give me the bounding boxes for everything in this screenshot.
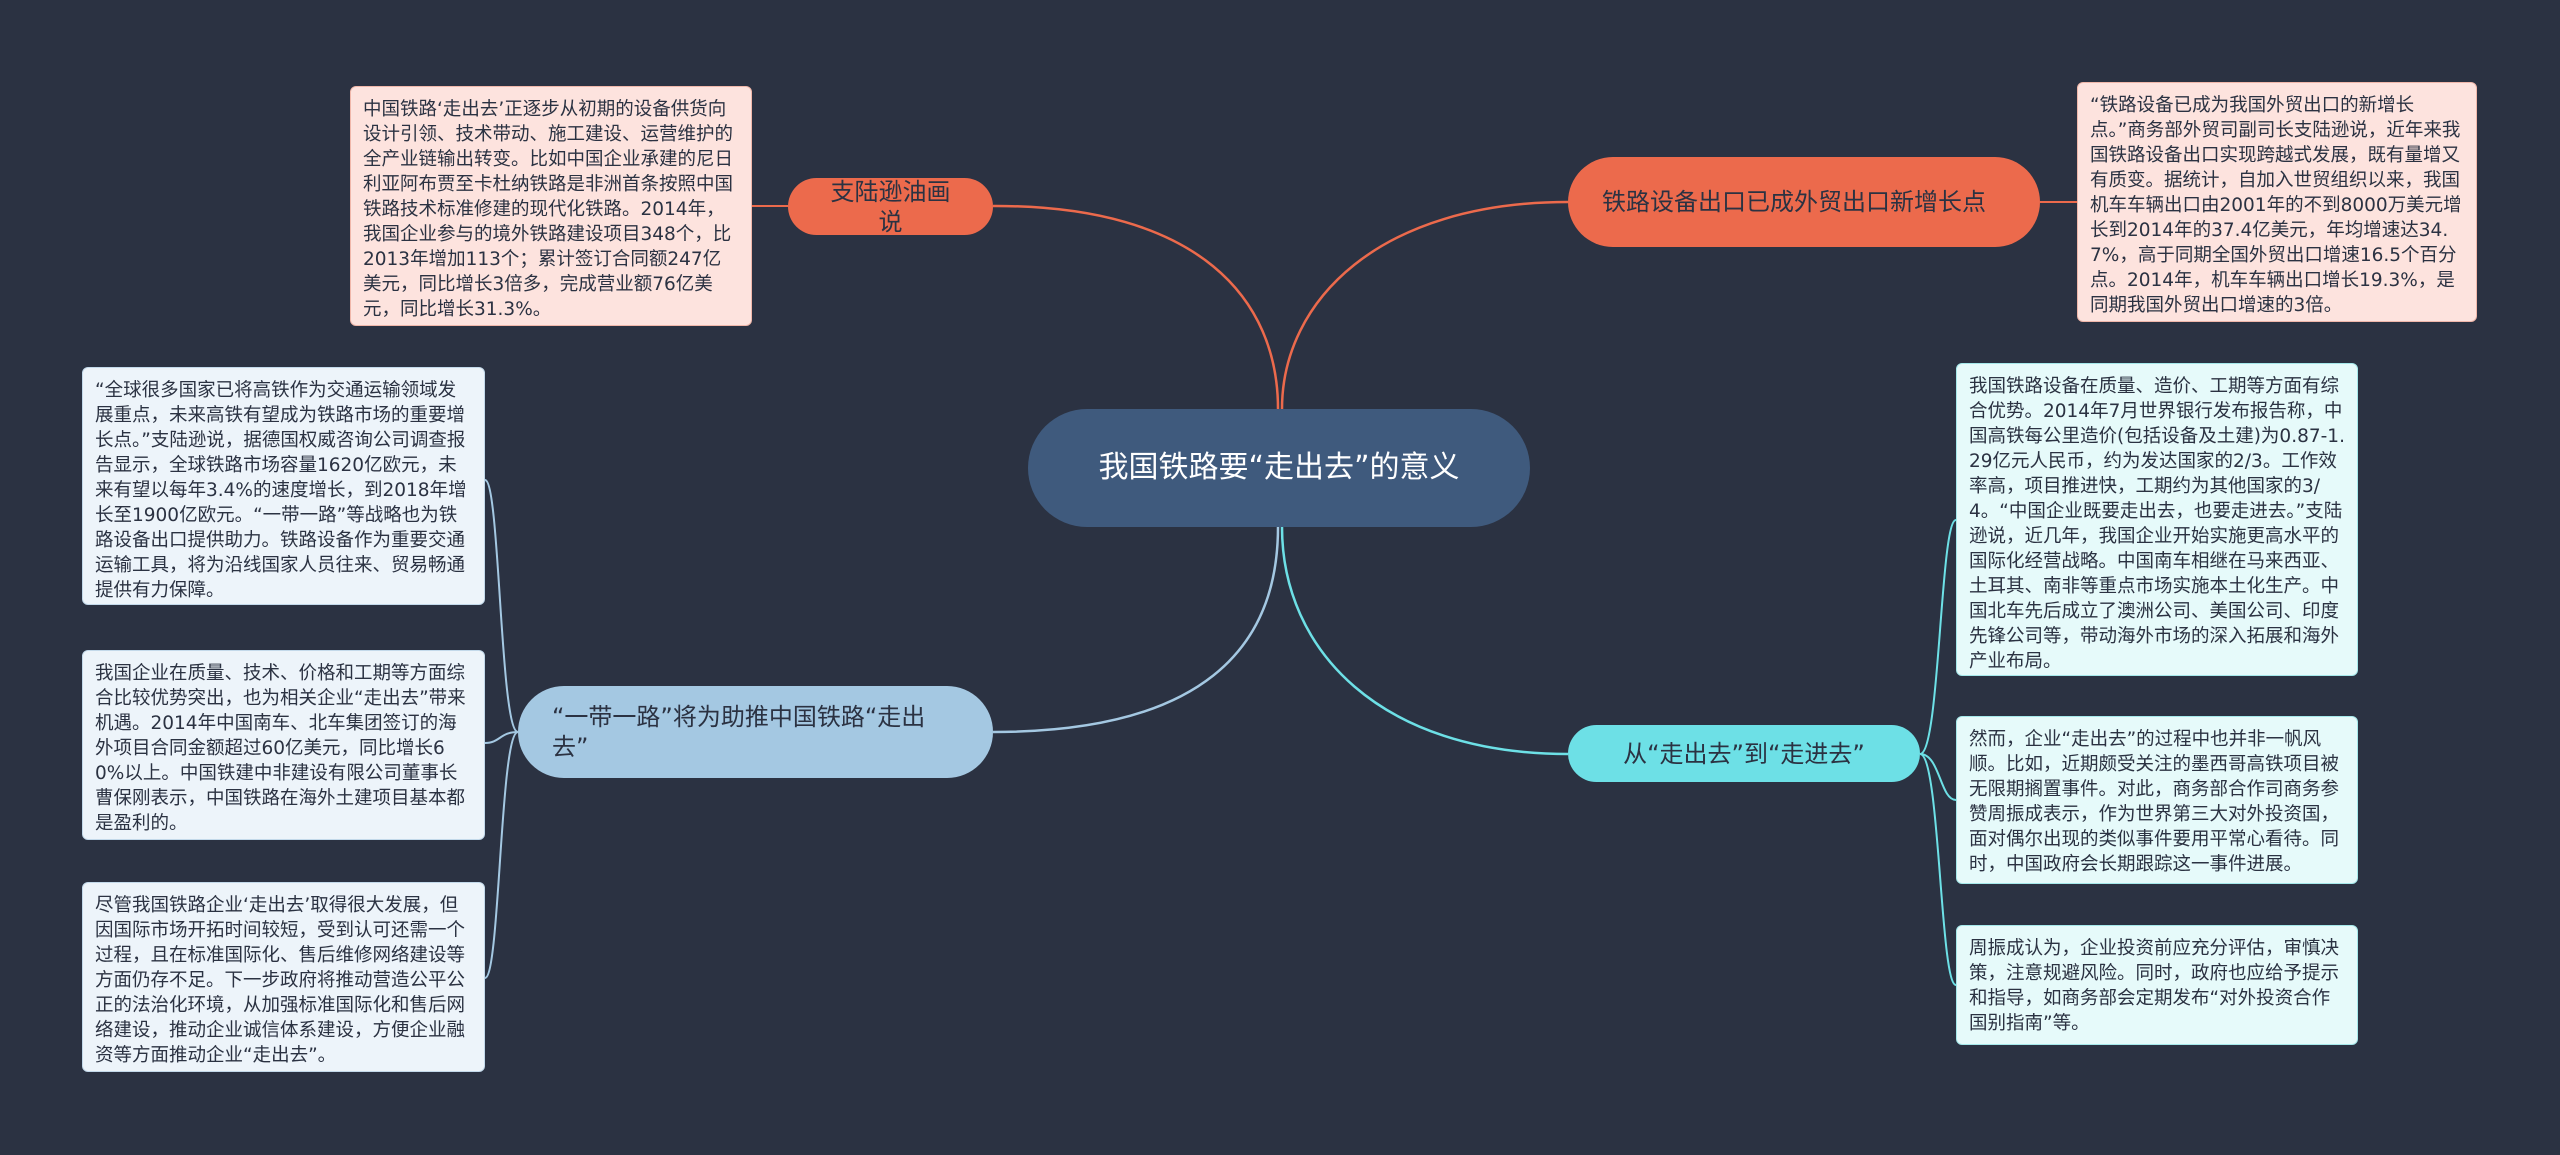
branch-going-out-label: 从“走出去”到“走进去” (1623, 739, 1865, 768)
leaf-africa-1[interactable]: 中国铁路‘走出去’正逐步从初期的设备供货向设计引领、技术带动、施工建设、运营维护… (350, 86, 752, 326)
leaf-export-1[interactable]: “铁路设备已成为我国外贸出口的新增长点。”商务部外贸司副司长支陆逊说，近年来我国… (2077, 82, 2477, 322)
link-central-out (1280, 526, 1569, 756)
leaf-belt-2[interactable]: 我国企业在质量、技术、价格和工期等方面综合比较优势突出，也为相关企业“走出去”带… (82, 650, 485, 840)
branch-going-out[interactable]: 从“走出去”到“走进去” (1568, 725, 1920, 782)
central-topic[interactable]: 我国铁路要“走出去”的意义 (1028, 409, 1530, 527)
link-out-leaf3 (1919, 753, 1957, 986)
link-central-belt (992, 526, 1280, 734)
leaf-belt-3[interactable]: 尽管我国铁路企业‘走出去’取得很大发展，但因国际市场开拓时间较短，受到认可还需一… (82, 882, 485, 1072)
link-central-africa (992, 204, 1280, 410)
link-belt-leaf3 (484, 731, 519, 979)
central-topic-label: 我国铁路要“走出去”的意义 (1098, 450, 1460, 485)
branch-belt-road[interactable]: “一带一路”将为助推中国铁路“走出去” (518, 686, 993, 778)
branch-export-label: 铁路设备出口已成外贸出口新增长点 (1602, 188, 1986, 216)
leaf-out-1[interactable]: 我国铁路设备在质量、造价、工期等方面有综合优势。2014年7月世界银行发布报告称… (1956, 363, 2358, 676)
link-belt-leaf1 (484, 479, 519, 733)
branch-export[interactable]: 铁路设备出口已成外贸出口新增长点 (1568, 157, 2040, 247)
branch-belt-road-label: “一带一路”将为助推中国铁路“走出去” (552, 703, 926, 761)
leaf-out-3[interactable]: 周振成认为，企业投资前应充分评估，审慎决策，注意规避风险。同时，政府也应给予提示… (1956, 925, 2358, 1045)
leaf-belt-1[interactable]: “全球很多国家已将高铁作为交通运输领域发展重点，未来高铁有望成为铁路市场的重要增… (82, 367, 485, 605)
branch-africa-label: 支陆逊油画说 (830, 177, 951, 236)
link-out-leaf2 (1919, 753, 1957, 801)
link-out-leaf1 (1919, 519, 1957, 755)
branch-africa[interactable]: 支陆逊油画说 (788, 177, 993, 236)
link-central-export (1280, 200, 1569, 410)
leaf-out-2[interactable]: 然而，企业“走出去”的过程中也并非一帆风顺。比如，近期颇受关注的墨西哥高铁项目被… (1956, 716, 2358, 884)
link-belt-leaf2 (484, 731, 519, 744)
